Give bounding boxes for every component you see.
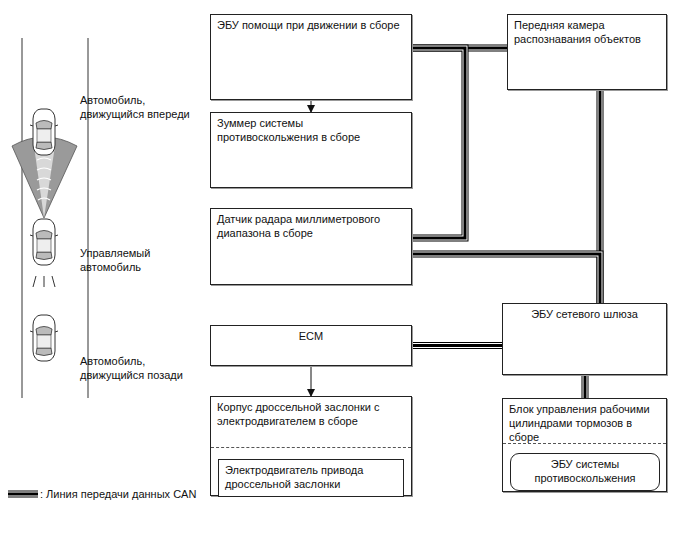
radar-box: Датчик радара миллиметрового диапазона в… [210, 208, 412, 285]
vehicle-label: Управляемый автомобиль [80, 246, 198, 275]
road-edge [22, 38, 23, 398]
box-label: Датчик радара миллиметрового диапазона в… [211, 209, 411, 245]
motion-marks [33, 276, 55, 287]
can-line [585, 375, 586, 398]
box-label: Зуммер системы противоскольжения в сборе [211, 113, 411, 149]
vehicle-label: Автомобиль, движущийся позади [80, 354, 198, 383]
radar-waves [37, 158, 51, 200]
can-line [412, 254, 600, 303]
legend-text: : Линия передачи данных CAN [40, 487, 196, 501]
can-line [412, 345, 502, 346]
vehicle-label: Автомобиль, движущийся впереди [80, 93, 198, 122]
road-edge [88, 38, 89, 398]
box-label: Блок управления рабочими цилиндрами торм… [503, 399, 666, 448]
box-label: Передняя камера распознавания объектов [508, 15, 666, 51]
legend-line-sample [8, 494, 38, 495]
box-label: Корпус дроссельной заслонки с электродви… [211, 397, 411, 433]
camera-box: Передняя камера распознавания объектов [507, 14, 667, 90]
ecm-box: ECM [210, 325, 412, 366]
car-rear [30, 315, 58, 361]
dashed-separator [211, 447, 411, 448]
ecu-box: ЭБУ помощи при движении в сборе [210, 14, 412, 100]
brake-actuator-box: Блок управления рабочими цилиндрами торм… [502, 398, 667, 492]
box-label: ECM [211, 326, 411, 348]
car-front [30, 109, 58, 155]
skid-control-ecu-box: ЭБУ системы противоскольжения [510, 453, 660, 491]
gateway-box: ЭБУ сетевого шлюза [502, 303, 667, 375]
can-line [412, 48, 465, 238]
box-label: ЭБУ помощи при движении в сборе [211, 15, 411, 37]
dashed-separator [503, 443, 666, 444]
box-label: ЭБУ системы противоскольжения [511, 454, 659, 490]
box-label: ЭБУ сетевого шлюза [503, 304, 666, 326]
buzzer-box: Зуммер системы противоскольжения в сборе [210, 112, 412, 188]
signal-arrow [311, 366, 312, 396]
box-label: Электродвигатель привода дроссельной зас… [219, 460, 403, 496]
signal-arrow [311, 100, 312, 112]
car-own [30, 219, 58, 265]
throttle-body-box: Корпус дроссельной заслонки с электродви… [210, 396, 412, 496]
motor-box: Электродвигатель привода дроссельной зас… [218, 459, 404, 497]
